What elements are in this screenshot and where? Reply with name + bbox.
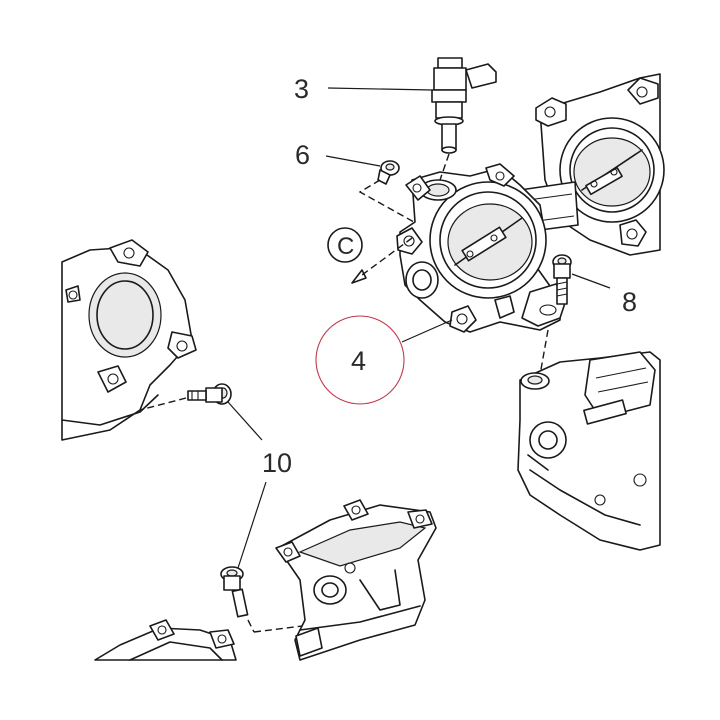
callout-8: 8 bbox=[622, 287, 637, 317]
leader-10-upper bbox=[227, 401, 263, 441]
callout-6: 6 bbox=[295, 140, 310, 170]
bolt-intake-upper bbox=[139, 383, 232, 411]
callout-3: 3 bbox=[294, 74, 309, 104]
lower-left-flange bbox=[94, 619, 237, 661]
leader-10-lower bbox=[237, 481, 267, 569]
leader-lines bbox=[227, 87, 611, 569]
highlight-circle bbox=[315, 315, 405, 405]
view-letter: C bbox=[337, 233, 354, 260]
bolt-actuator bbox=[539, 254, 572, 376]
screw-small bbox=[358, 160, 415, 223]
callout-4: 4 bbox=[351, 346, 366, 376]
view-direction-marker bbox=[327, 227, 413, 284]
leader-8 bbox=[571, 273, 611, 289]
left-intake-adapter bbox=[61, 239, 197, 441]
lower-intake-adapter bbox=[275, 499, 437, 661]
leader-6 bbox=[325, 155, 381, 167]
leader-4 bbox=[401, 319, 453, 343]
throttle-actuator bbox=[517, 351, 661, 551]
callout-10: 10 bbox=[262, 448, 292, 478]
bolt-intake-lower bbox=[220, 566, 311, 633]
throttle-body bbox=[396, 163, 567, 333]
fuel-injector bbox=[431, 57, 497, 181]
leader-3 bbox=[327, 87, 433, 91]
